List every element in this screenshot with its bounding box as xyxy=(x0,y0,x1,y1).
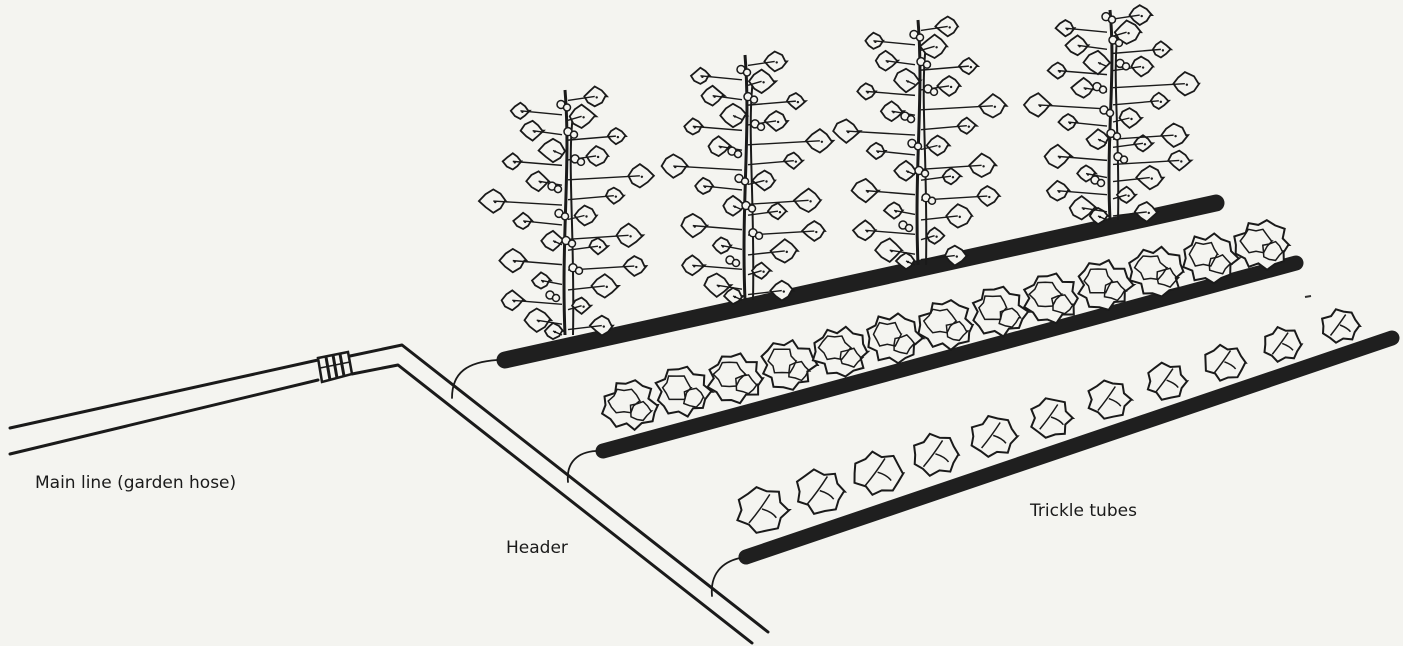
lettuce-head xyxy=(1024,274,1078,324)
label-header: Header xyxy=(506,538,568,558)
cabbage-head xyxy=(1031,398,1072,437)
lettuce-head xyxy=(602,380,658,430)
lettuce-head xyxy=(919,300,973,350)
cabbage-head xyxy=(1089,381,1132,419)
lettuce-head xyxy=(973,287,1028,337)
main-line-hose xyxy=(10,360,318,454)
lettuce-head xyxy=(656,367,712,417)
cabbage-head xyxy=(1265,327,1302,362)
cabbage-head xyxy=(972,416,1018,457)
lettuce-head xyxy=(867,314,923,364)
lettuce-head xyxy=(762,340,818,390)
cabbage-head xyxy=(914,434,959,476)
cabbage-head xyxy=(1322,309,1360,342)
lettuce-row xyxy=(602,220,1289,430)
cabbage-head xyxy=(855,452,904,495)
hose-coupling xyxy=(318,352,352,382)
cabbage-head xyxy=(797,469,845,513)
lettuce-head xyxy=(1129,247,1183,297)
label-main-line: Main line (garden hose) xyxy=(35,473,236,493)
tomato-plant xyxy=(479,87,654,340)
label-trickle-tubes: Trickle tubes xyxy=(1029,501,1137,521)
speck-mark xyxy=(1305,296,1311,297)
lettuce-head xyxy=(708,354,763,404)
cabbage-head xyxy=(1148,363,1187,400)
trickle-tube-row-2 xyxy=(603,263,1296,451)
lettuce-head xyxy=(1234,220,1289,270)
cabbage-head xyxy=(1205,345,1246,381)
cabbage-head xyxy=(737,487,789,533)
tomato-plant xyxy=(662,52,834,305)
tomato-plant xyxy=(833,17,1006,270)
lettuce-head xyxy=(813,327,868,377)
tomato-plant xyxy=(1024,5,1199,224)
